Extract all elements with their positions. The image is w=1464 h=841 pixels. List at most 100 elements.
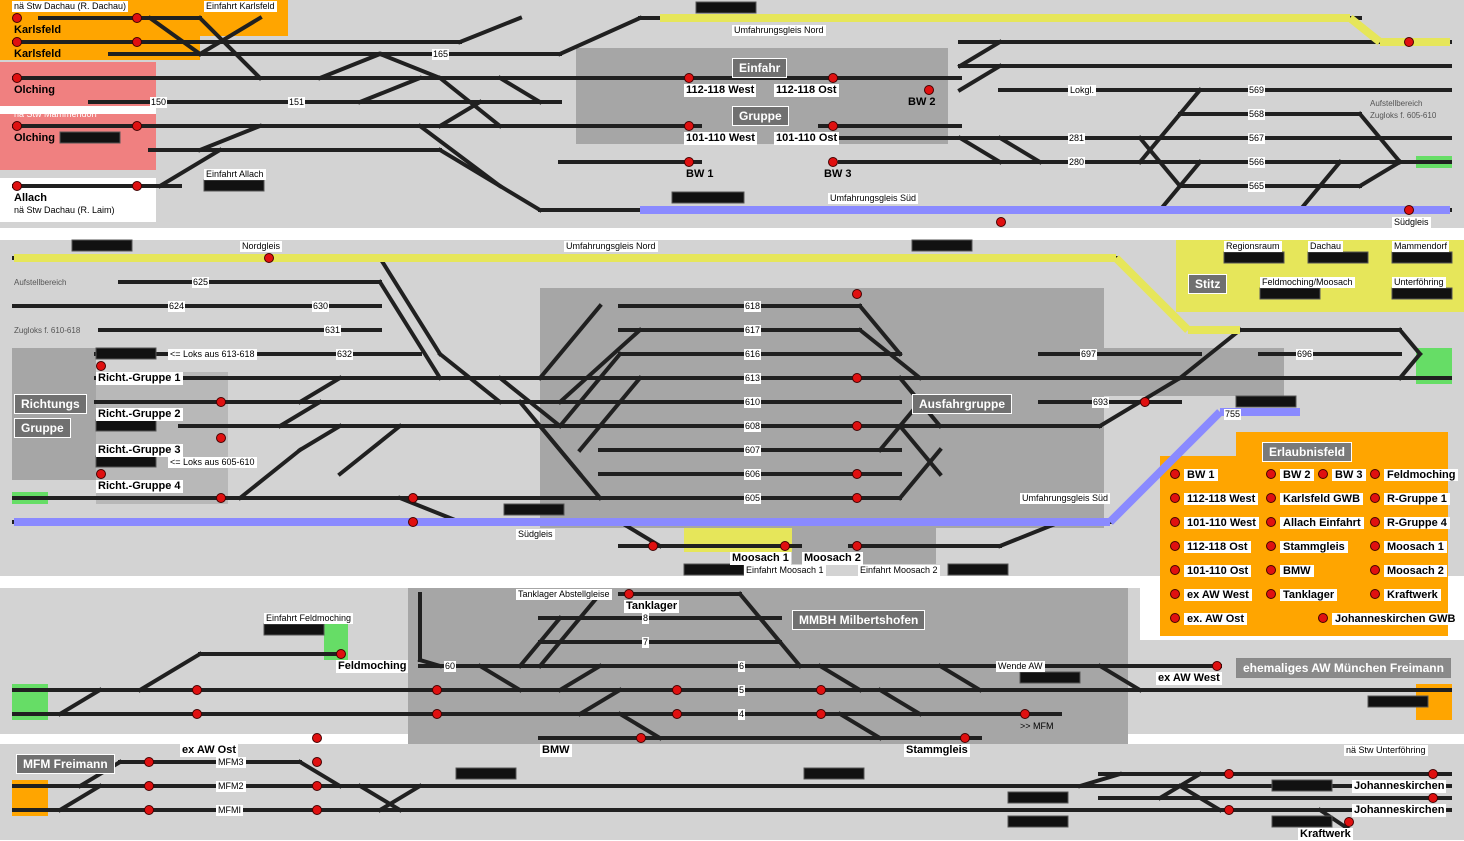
signal-52[interactable] (312, 781, 322, 791)
signal-25[interactable] (408, 493, 418, 503)
erlaubnis-button-moosach-1[interactable]: Moosach 1 (1370, 541, 1447, 554)
signal-47[interactable] (192, 685, 202, 695)
signal-46[interactable] (1020, 709, 1030, 719)
signal-56[interactable] (144, 805, 154, 815)
switch-top-17 (957, 63, 1003, 93)
signal-15[interactable] (924, 85, 934, 95)
signal-26[interactable] (408, 517, 418, 527)
signal-53[interactable] (312, 805, 322, 815)
erlaubnis-button-ex-aw-ost[interactable]: ex. AW Ost (1170, 613, 1248, 626)
label-loks-605-610: <= Loks aus 605-610 (168, 457, 257, 468)
signal-9[interactable] (684, 73, 694, 83)
pill-gruppe-top: Gruppe (732, 106, 789, 126)
signal-36[interactable] (1212, 661, 1222, 671)
signal-51[interactable] (312, 757, 322, 767)
erlaubnis-button-bw-2[interactable]: BW 2 (1266, 469, 1314, 482)
signal-11[interactable] (828, 73, 838, 83)
signal-35[interactable] (1140, 397, 1150, 407)
signal-55[interactable] (144, 781, 154, 791)
signal-12[interactable] (828, 121, 838, 131)
block-indicator-0 (695, 1, 757, 14)
pill-mmbh: MMBH Milbertshofen (792, 610, 926, 630)
erlaubnis-button-112-118-west[interactable]: 112-118 West (1170, 493, 1259, 506)
erlaubnis-button-label: BW 1 (1184, 469, 1218, 481)
signal-40[interactable] (672, 685, 682, 695)
signal-34[interactable] (648, 541, 658, 551)
overlay-nordgleis-bend (1113, 255, 1191, 333)
signal-22[interactable] (216, 397, 226, 407)
erlaubnis-button-bw-1[interactable]: BW 1 (1170, 469, 1218, 482)
signal-41[interactable] (672, 709, 682, 719)
signal-17[interactable] (996, 217, 1006, 227)
erlaubnis-button-ex-aw-west[interactable]: ex AW West (1170, 589, 1252, 602)
block-indicator-14 (503, 503, 565, 516)
erlaubnis-button-kraftwerk[interactable]: Kraftwerk (1370, 589, 1441, 602)
signal-2[interactable] (12, 73, 22, 83)
signal-61[interactable] (1224, 805, 1234, 815)
erlaubnis-button-karlsfeld-gwb[interactable]: Karlsfeld GWB (1266, 493, 1364, 506)
signal-43[interactable] (816, 709, 826, 719)
erlaubnis-button-bw-3[interactable]: BW 3 (1318, 469, 1366, 482)
erlaubnis-button-moosach-2[interactable]: Moosach 2 (1370, 565, 1447, 578)
signal-42[interactable] (816, 685, 826, 695)
erlaubnis-signal-icon (1170, 541, 1180, 551)
signal-58[interactable] (1428, 793, 1438, 803)
signal-8[interactable] (132, 181, 142, 191)
erlaubnis-button-johanneskirchen-gwb[interactable]: Johanneskirchen GWB (1318, 613, 1459, 626)
erlaubnis-button-112-118-ost[interactable]: 112-118 Ost (1170, 541, 1251, 554)
signal-32[interactable] (852, 541, 862, 551)
signal-23[interactable] (216, 433, 226, 443)
switch-low-6 (537, 591, 603, 669)
signal-50[interactable] (312, 733, 322, 743)
signal-27[interactable] (852, 289, 862, 299)
track-number-568: 568 (1248, 109, 1266, 120)
erlaubnis-button-r-gruppe-1[interactable]: R-Gruppe 1 (1370, 493, 1450, 506)
signal-37[interactable] (624, 589, 634, 599)
signal-21[interactable] (96, 469, 106, 479)
signal-44[interactable] (960, 733, 970, 743)
signal-13[interactable] (684, 157, 694, 167)
signal-31[interactable] (852, 493, 862, 503)
switch-top-18 (957, 135, 1003, 165)
signal-1[interactable] (12, 37, 22, 47)
erlaubnis-button-feldmoching[interactable]: Feldmoching (1370, 469, 1459, 482)
signal-24[interactable] (216, 493, 226, 503)
signal-49[interactable] (336, 649, 346, 659)
signal-6[interactable] (132, 37, 142, 47)
signal-3[interactable] (12, 121, 22, 131)
erlaubnis-button-allach-einfahrt[interactable]: Allach Einfahrt (1266, 517, 1364, 530)
signal-5[interactable] (132, 13, 142, 23)
erlaubnis-button-stammgleis[interactable]: Stammgleis (1266, 541, 1348, 554)
signal-20[interactable] (96, 361, 106, 371)
erlaubnis-button-101-110-ost[interactable]: 101-110 Ost (1170, 565, 1252, 578)
track-number-608: 608 (744, 421, 762, 432)
signal-59[interactable] (1344, 817, 1354, 827)
signal-38[interactable] (432, 685, 442, 695)
erlaubnis-button-r-gruppe-4[interactable]: R-Gruppe 4 (1370, 517, 1450, 530)
signal-0[interactable] (12, 13, 22, 23)
signal-16[interactable] (1404, 205, 1414, 215)
signal-4[interactable] (12, 181, 22, 191)
erlaubnis-button-tanklager[interactable]: Tanklager (1266, 589, 1338, 602)
signal-14[interactable] (828, 157, 838, 167)
signal-28[interactable] (852, 373, 862, 383)
erlaubnis-button-101-110-west[interactable]: 101-110 West (1170, 517, 1259, 530)
signal-54[interactable] (144, 757, 154, 767)
signal-39[interactable] (432, 709, 442, 719)
signal-33[interactable] (780, 541, 790, 551)
signal-10[interactable] (684, 121, 694, 131)
signal-19[interactable] (264, 253, 274, 263)
band-lower-right (1140, 640, 1464, 734)
signal-7[interactable] (132, 121, 142, 131)
track-number-150: 150 (150, 97, 168, 108)
block-indicator-22 (803, 767, 865, 780)
signal-30[interactable] (852, 469, 862, 479)
signal-57[interactable] (1428, 769, 1438, 779)
signal-48[interactable] (192, 709, 202, 719)
signal-18[interactable] (1404, 37, 1414, 47)
signal-45[interactable] (636, 733, 646, 743)
signal-29[interactable] (852, 421, 862, 431)
erlaubnis-button-label: Allach Einfahrt (1280, 517, 1364, 529)
erlaubnis-button-bmw[interactable]: BMW (1266, 565, 1314, 578)
signal-60[interactable] (1224, 769, 1234, 779)
